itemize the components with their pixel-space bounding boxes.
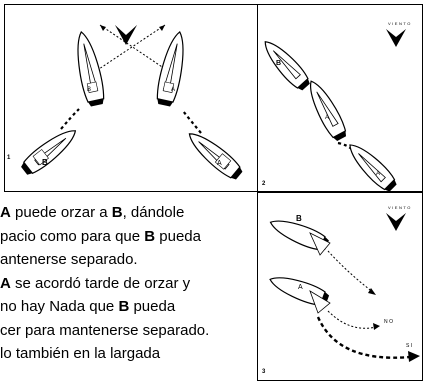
- wind-label: VIENTO: [388, 21, 412, 26]
- text-line-3: antenerse separado.: [0, 251, 138, 268]
- boat-label-b: B: [276, 60, 281, 67]
- text-line-4: A se acordó tarde de orzar y: [0, 274, 191, 292]
- text-line-7: lo también en la largada: [0, 345, 161, 362]
- explanation-text: A puede orzar a B, dándole pacio como pa…: [0, 201, 258, 366]
- boat-b-bottom-left: [21, 130, 77, 175]
- si-label: SI: [406, 343, 414, 349]
- panel-number-1: 1: [7, 155, 11, 161]
- text-line-1: A puede orzar a B, dándole: [0, 204, 185, 221]
- boat-a-bottom-right: [188, 133, 243, 180]
- text-line-6: cer para mantenerse separado.: [0, 321, 210, 339]
- boat-top-right: [156, 30, 184, 107]
- panel-1-drawing: B A B A: [21, 24, 243, 180]
- panel-number-3: 3: [262, 369, 266, 375]
- no-label: NO: [384, 319, 395, 325]
- boat-label-b: B: [42, 158, 48, 167]
- boat-b-top: [264, 41, 310, 91]
- text-line-2: pacio como para que B pueda: [0, 227, 201, 245]
- panel-number-2: 2: [262, 181, 266, 187]
- boat-label-a-bottom: A: [376, 171, 380, 177]
- boat-label-b-top: B: [87, 87, 91, 93]
- boat-top-left: [77, 30, 105, 107]
- boat-label-a-middle: A: [325, 115, 329, 121]
- boat-label-b: B: [296, 214, 302, 223]
- boat-a-bottom: [349, 144, 397, 192]
- boat-label-a: A: [298, 284, 303, 291]
- boat-label-a-top: A: [171, 87, 175, 93]
- diagram-panel-3: VIENTO B A NO SI 3: [257, 192, 423, 381]
- panel-2-drawing: VIENTO B A A: [264, 21, 412, 192]
- wind-arrow-icon: [386, 29, 406, 47]
- wind-label: VIENTO: [388, 205, 412, 210]
- text-line-5: no hay Nada que B pueda: [0, 298, 176, 315]
- boat-label-a: A: [217, 160, 222, 167]
- diagram-panel-1: B A B A 1: [4, 4, 258, 192]
- boat-a-middle: [310, 80, 347, 141]
- diagram-panel-2: VIENTO B A A 2: [257, 4, 423, 192]
- wind-arrow-icon: [386, 213, 406, 231]
- panel-3-drawing: VIENTO B A NO SI: [269, 205, 420, 362]
